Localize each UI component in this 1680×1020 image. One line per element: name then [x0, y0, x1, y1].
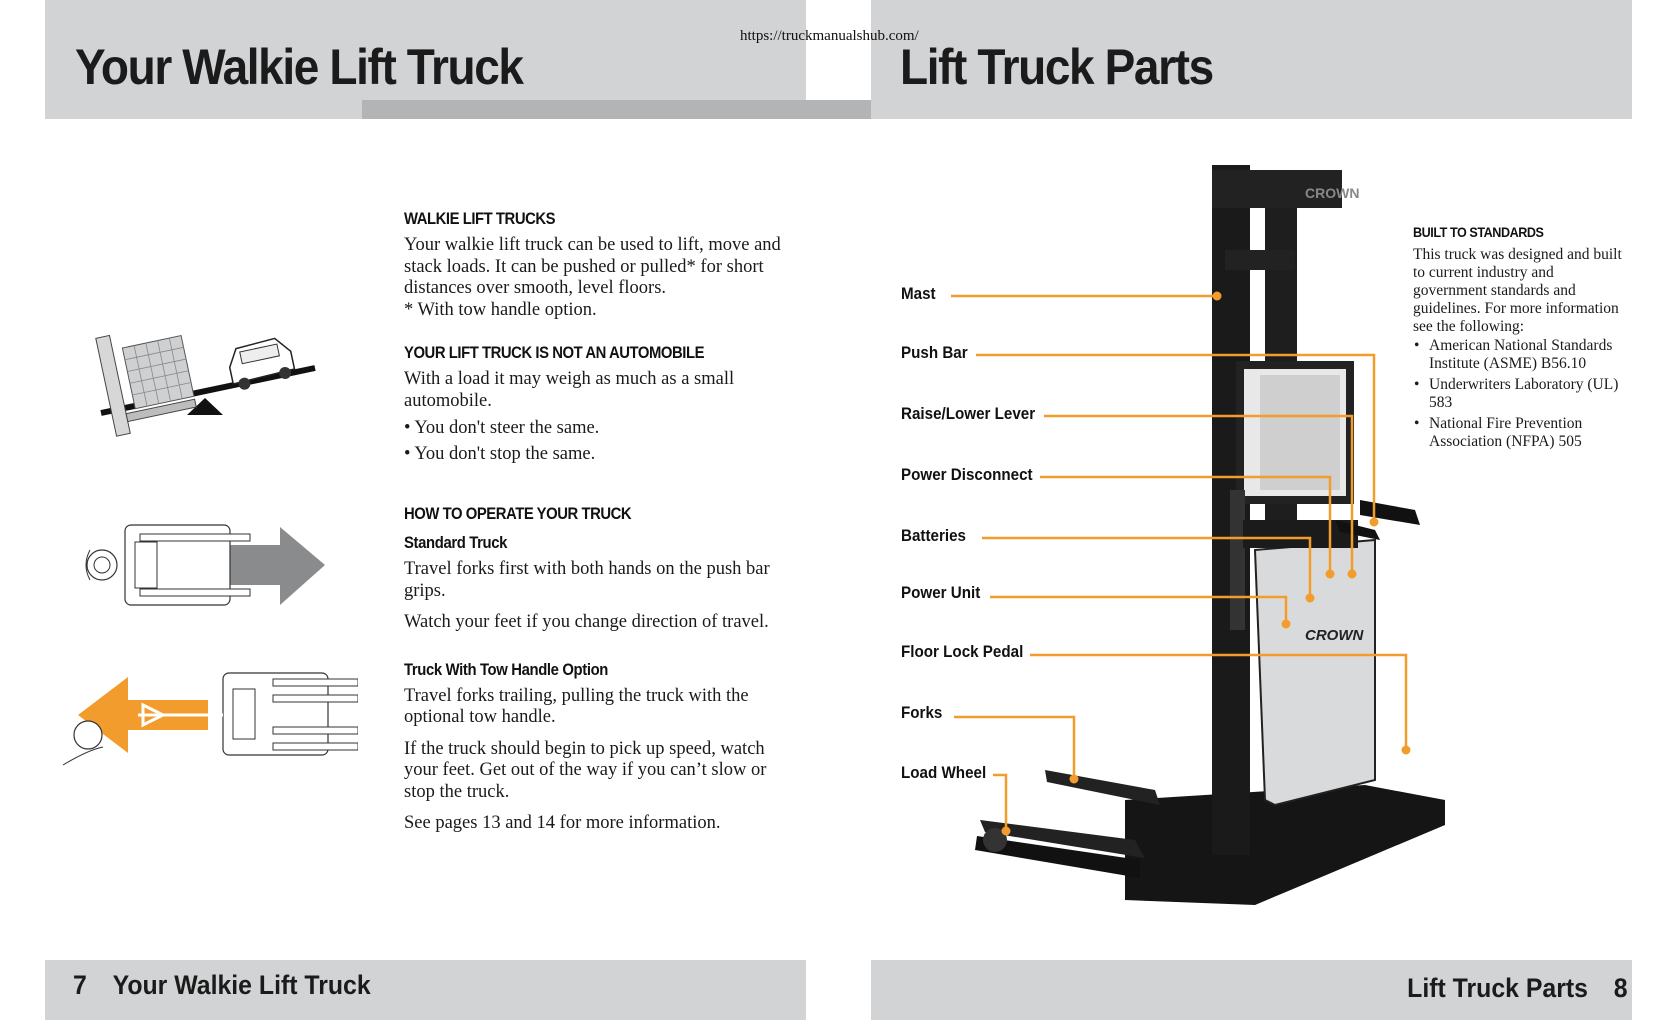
walkie-footnote: * With tow handle option. — [404, 299, 597, 320]
part-label-power-disconnect: Power Disconnect — [901, 466, 1033, 484]
part-label-mast: Mast — [901, 285, 936, 303]
standards-heading: BUILT TO STANDARDS — [1413, 224, 1544, 240]
standard-text-1: Travel forks first with both hands on th… — [404, 559, 770, 601]
left-footer-band — [45, 960, 806, 1020]
part-label-raise-lower-lever: Raise/Lower Lever — [901, 405, 1036, 423]
walkie-heading: WALKIE LIFT TRUCKS — [404, 210, 556, 228]
bullet-stop: • You don't stop the same. — [404, 443, 596, 464]
part-label-load-wheel: Load Wheel — [901, 764, 987, 782]
push-truck-illustration — [85, 524, 325, 606]
tow-text-2: If the truck should begin to pick up spe… — [404, 738, 767, 802]
part-label-power-unit: Power Unit — [901, 584, 981, 602]
walkie-text: Your walkie lift truck can be used to li… — [404, 235, 781, 298]
not-automobile-heading: YOUR LIFT TRUCK IS NOT AN AUTOMOBILE — [404, 344, 705, 362]
operate-heading: HOW TO OPERATE YOUR TRUCK — [404, 505, 632, 523]
standard-truck-heading: Standard Truck — [404, 534, 508, 552]
left-footer-title: Your Walkie Lift Truck — [112, 970, 371, 1000]
seesaw-illustration — [95, 334, 316, 437]
right-footer-title: Lift Truck Parts — [1407, 973, 1589, 1003]
right-page-title: Lift Truck Parts — [900, 39, 1214, 95]
tow-text-1: Travel forks trailing, pulling the truck… — [404, 685, 749, 728]
left-page-number: 7 — [73, 970, 87, 1000]
not-automobile-section: YOUR LIFT TRUCK IS NOT AN AUTOMOBILE Wit… — [404, 344, 789, 465]
tow-truck-illustration — [62, 672, 358, 766]
part-label-batteries: Batteries — [901, 527, 966, 545]
left-footer: 7 Your Walkie Lift Truck — [73, 970, 371, 1001]
standards-item-ansi: American National Standards Institute (A… — [1413, 337, 1623, 373]
standards-item-ul: Underwriters Laboratory (UL) 583 — [1413, 376, 1623, 412]
mast-brand-logo: CROWN — [1305, 185, 1359, 201]
bullet-steer: • You don't steer the same. — [404, 418, 600, 438]
right-page-number: 8 — [1614, 973, 1628, 1003]
part-label-forks: Forks — [901, 704, 943, 722]
standards-text: This truck was designed and built to cur… — [1413, 246, 1622, 335]
not-automobile-text: With a load it may weigh as much as a sm… — [404, 369, 735, 411]
right-footer: Lift Truck Parts 8 — [1408, 973, 1628, 1004]
tow-truck-heading: Truck With Tow Handle Option — [404, 660, 609, 679]
operate-section: HOW TO OPERATE YOUR TRUCK Standard Truck… — [404, 505, 789, 835]
walkie-section: WALKIE LIFT TRUCKS Your walkie lift truc… — [404, 210, 789, 321]
source-url[interactable]: https://truckmanualshub.com/ — [740, 28, 919, 44]
tow-text-3: See pages 13 and 14 for more information… — [404, 813, 721, 833]
part-label-push-bar: Push Bar — [901, 344, 968, 362]
standards-list: American National Standards Institute (A… — [1413, 337, 1623, 451]
standard-text-2: Watch your feet if you change direction … — [404, 612, 769, 632]
left-page-title: Your Walkie Lift Truck — [75, 39, 524, 95]
part-label-floor-lock-pedal: Floor Lock Pedal — [901, 643, 1024, 661]
cover-brand-logo: CROWN — [1305, 627, 1364, 644]
standards-section: BUILT TO STANDARDS This truck was design… — [1413, 224, 1623, 454]
right-footer-band — [871, 960, 1632, 1020]
standards-item-nfpa: National Fire Prevention Association (NF… — [1413, 415, 1623, 451]
left-header-band — [45, 0, 806, 119]
right-header-band — [871, 0, 1632, 119]
